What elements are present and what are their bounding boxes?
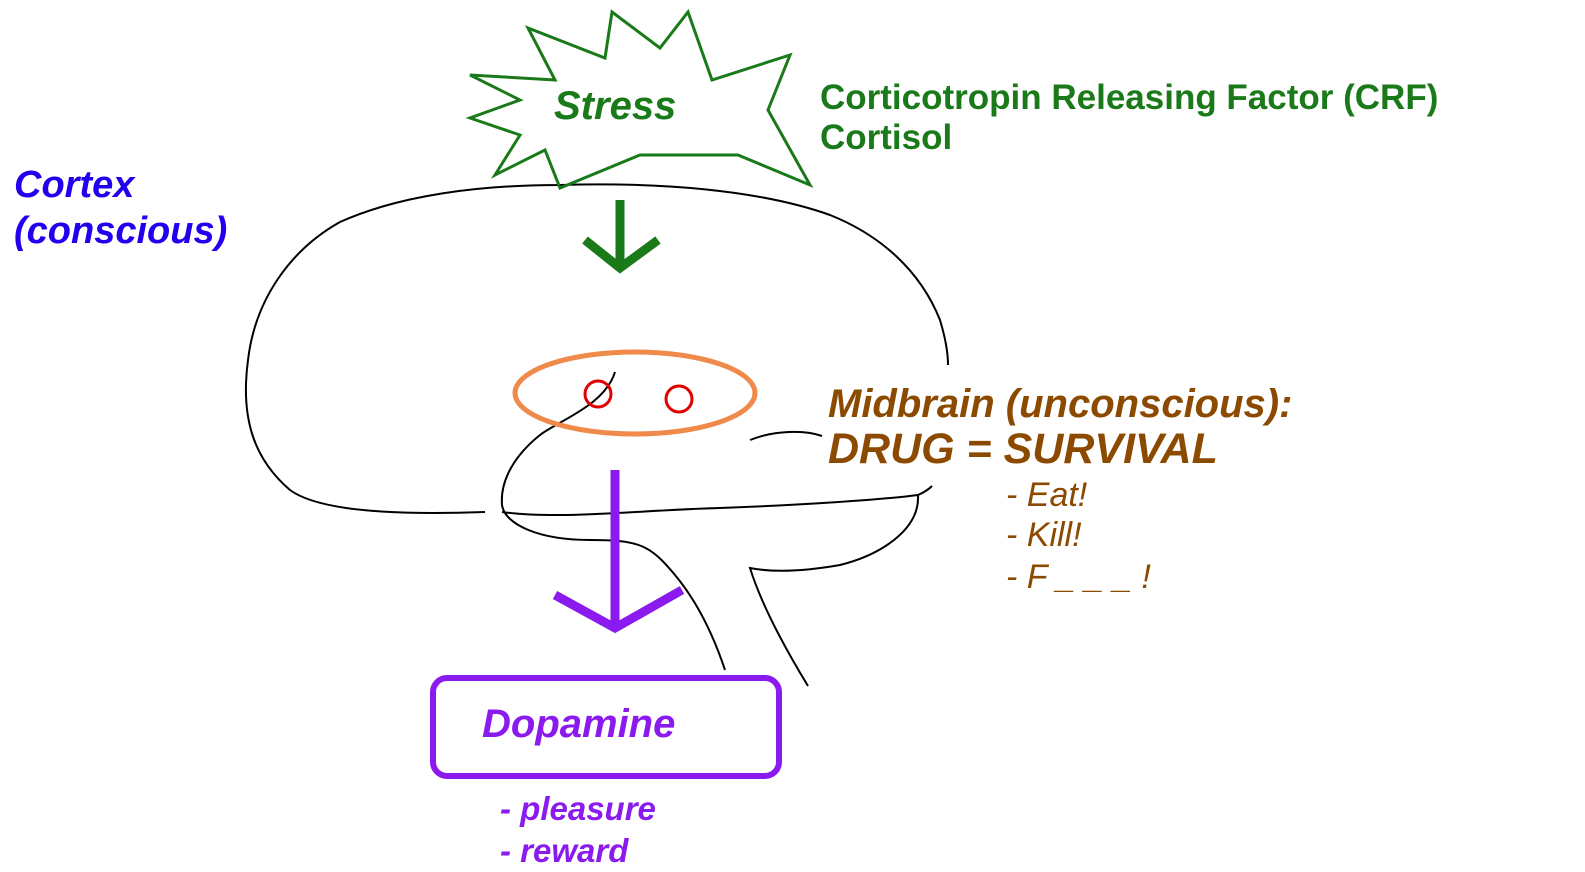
hotspot-left bbox=[585, 381, 611, 407]
midbrain-label-line2: DRUG = SURVIVAL bbox=[828, 428, 1218, 471]
stress-label: Stress bbox=[554, 86, 676, 126]
dopamine-label: Dopamine bbox=[482, 704, 675, 744]
cortex-label-line1: Cortex bbox=[14, 166, 134, 204]
stress-hormone-cortisol: Cortisol bbox=[820, 120, 952, 155]
midbrain-drive-kill: - Kill! bbox=[1006, 518, 1082, 552]
midbrain-label-line1: Midbrain (unconscious): bbox=[828, 384, 1292, 424]
brainstem-left bbox=[502, 495, 918, 686]
midbrain-drive-eat: - Eat! bbox=[1006, 478, 1087, 512]
hotspot-right bbox=[666, 386, 692, 412]
midbrain-oval bbox=[515, 352, 755, 434]
brainstem-right bbox=[918, 486, 932, 495]
cortex-label-line2: (conscious) bbox=[14, 212, 227, 250]
dopamine-effect-pleasure: - pleasure bbox=[500, 792, 656, 825]
midbrain-drive-f: - F _ _ _ ! bbox=[1006, 560, 1151, 594]
brainstem-outline bbox=[750, 432, 822, 440]
stress-hormone-crf: Corticotropin Releasing Factor (CRF) bbox=[820, 80, 1438, 115]
dopamine-effect-reward: - reward bbox=[500, 834, 628, 867]
